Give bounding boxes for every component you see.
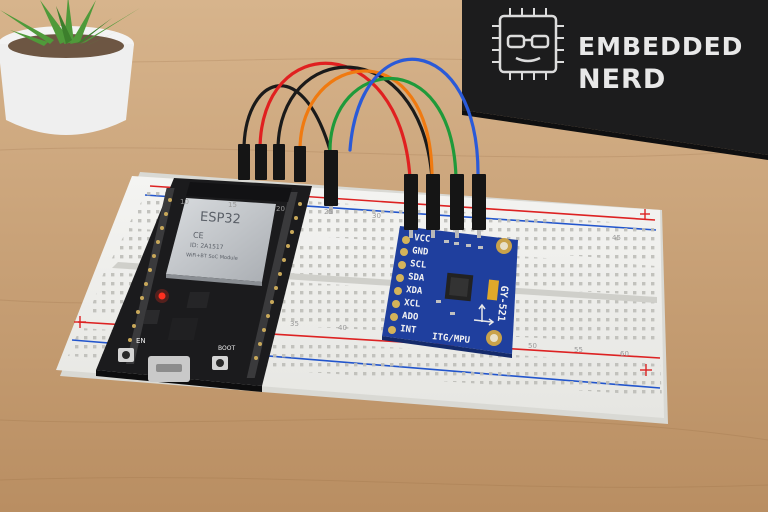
pin-label: INT — [399, 324, 417, 336]
column-number: 35 — [290, 320, 299, 328]
wire-black-1 — [242, 84, 332, 152]
brand-line-1: EMBEDDED — [578, 32, 744, 61]
column-number: 40 — [338, 324, 347, 332]
pin-label: GND — [411, 246, 429, 258]
jumper-connectors — [238, 144, 486, 230]
column-number: 45 — [612, 234, 621, 242]
pin-label: XCL — [403, 298, 421, 310]
red-led-icon — [158, 292, 166, 300]
potted-plant — [0, 0, 140, 135]
brand-line-2: NERD — [578, 64, 667, 95]
wire-red — [258, 61, 412, 180]
axes-icon — [473, 303, 495, 326]
wire-black-2 — [276, 65, 434, 180]
pin-label: XDA — [405, 285, 423, 297]
gy521-pin-holes — [388, 236, 410, 334]
column-number: 10 — [180, 198, 189, 206]
boot-label: BOOT — [218, 345, 236, 352]
pin-label: SDA — [407, 272, 425, 284]
column-number: 15 — [228, 201, 237, 209]
wire-orange — [298, 69, 434, 180]
column-number: 50 — [528, 342, 537, 350]
column-number: 60 — [620, 350, 629, 358]
wire-green — [328, 76, 458, 180]
esp32-board — [96, 178, 312, 392]
jumper-wires — [242, 57, 480, 180]
pin-label: SCL — [409, 259, 427, 271]
chip-logo-icon — [492, 8, 564, 80]
column-number: 30 — [372, 212, 381, 220]
wire-blue — [348, 57, 480, 180]
pin-label: ADO — [401, 311, 419, 323]
rail-plus-icon — [74, 209, 652, 376]
brand-box — [462, 0, 768, 160]
esp32-module-title: ESP32 — [199, 209, 242, 228]
column-number: 25 — [324, 208, 333, 216]
esp32-module-line1: CE — [192, 230, 204, 241]
pin-label: VCC — [413, 233, 431, 245]
en-label: EN — [136, 337, 146, 345]
column-number: 55 — [574, 346, 583, 354]
gy521-board — [382, 226, 518, 358]
column-number: 20 — [276, 205, 285, 213]
